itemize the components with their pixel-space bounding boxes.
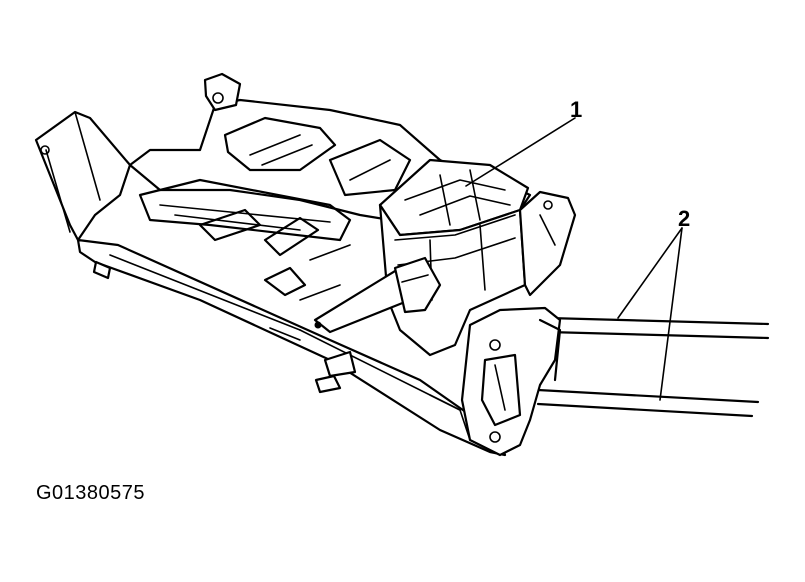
callout-2: 2 xyxy=(678,206,690,231)
leader-line-1 xyxy=(465,117,576,187)
callout-1: 1 xyxy=(570,97,582,122)
leader-line-2a xyxy=(617,227,683,319)
leader-lines xyxy=(465,117,683,401)
module-box xyxy=(313,158,577,357)
end-block xyxy=(429,306,562,457)
leader-line-2b xyxy=(659,227,683,401)
figure-id: G01380575 xyxy=(36,482,146,504)
cables xyxy=(536,316,770,418)
